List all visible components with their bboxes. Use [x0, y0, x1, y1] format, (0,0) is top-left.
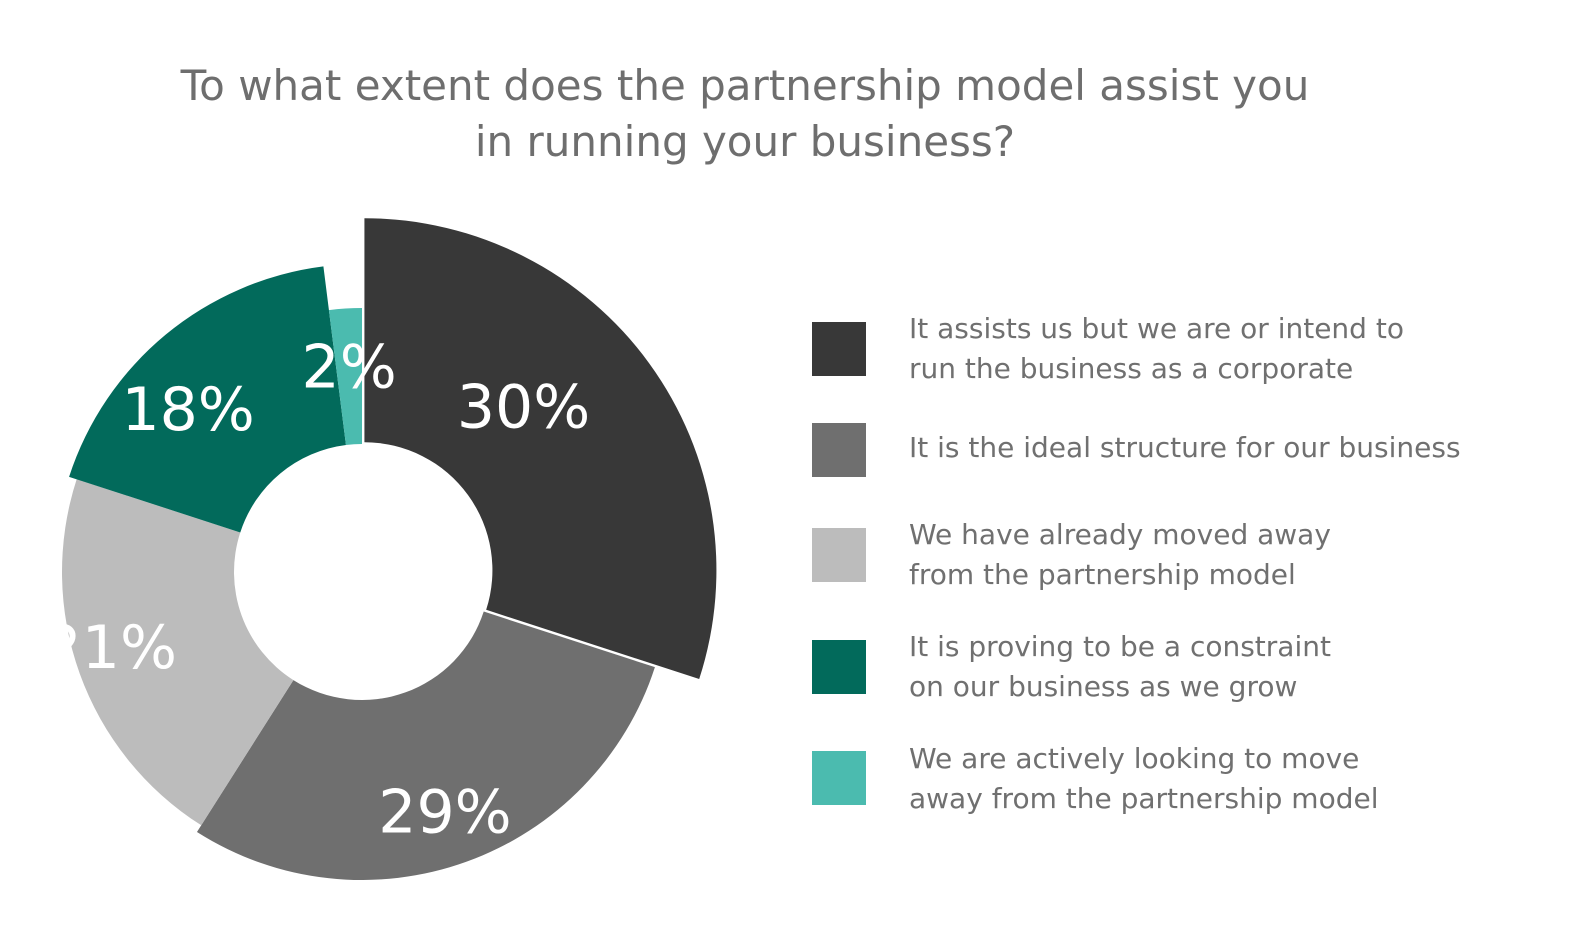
slice-label-actively-looking: 2%: [302, 332, 397, 402]
slice-ideal-structure: [196, 611, 655, 880]
legend-label-actively-looking: We are actively looking to move away fro…: [909, 739, 1378, 819]
slice-label-ideal-structure: 29%: [378, 778, 511, 848]
legend-label-moved-away: We have already moved away from the part…: [909, 515, 1331, 595]
legend-label-corporate: It assists us but we are or intend to ru…: [909, 309, 1404, 389]
legend-label-line: run the business as a corporate: [909, 352, 1354, 385]
legend-label-line: It is the ideal structure for our busine…: [909, 431, 1461, 464]
legend-label-constraint: It is proving to be a constraint on our …: [909, 627, 1331, 707]
legend-label-ideal-structure: It is the ideal structure for our busine…: [909, 428, 1461, 468]
legend-swatch-moved-away: [812, 528, 866, 582]
slice-label-corporate: 30%: [457, 372, 590, 442]
legend-label-line: on our business as we grow: [909, 670, 1298, 703]
slice-moved-away: [61, 479, 294, 826]
slice-label-constraint: 18%: [121, 375, 254, 445]
chart-title-line-1: To what extent does the partnership mode…: [180, 61, 1310, 110]
legend-swatch-ideal-structure: [812, 423, 866, 477]
slice-corporate: [364, 218, 717, 680]
chart-title: To what extent does the partnership mode…: [0, 58, 1490, 170]
legend-label-line: It assists us but we are or intend to: [909, 312, 1404, 345]
legend-swatch-actively-looking: [812, 751, 866, 805]
legend-swatch-corporate: [812, 322, 866, 376]
chart-title-line-2: in running your business?: [474, 117, 1016, 166]
legend-swatch-constraint: [812, 640, 866, 694]
slice-label-moved-away: 21%: [44, 613, 177, 683]
slice-constraint: [69, 266, 346, 533]
legend-label-line: We have already moved away: [909, 518, 1331, 551]
legend-label-line: It is proving to be a constraint: [909, 630, 1331, 663]
donut-chart: 30% 29% 21% 18% 2%: [44, 218, 717, 880]
legend-label-line: We are actively looking to move: [909, 742, 1360, 775]
legend-label-line: away from the partnership model: [909, 782, 1379, 815]
slice-actively-looking: [328, 308, 362, 446]
legend-label-line: from the partnership model: [909, 558, 1296, 591]
